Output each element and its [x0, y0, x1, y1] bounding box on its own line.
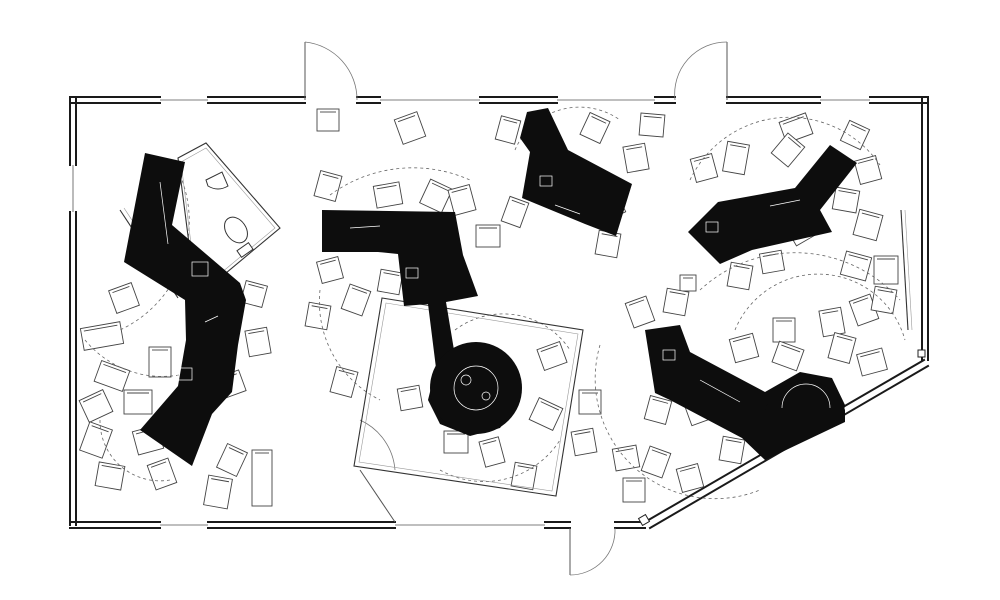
exterior-walls [69, 96, 930, 530]
circulation-arcs [84, 106, 906, 500]
chair [443, 430, 469, 454]
chair [827, 332, 857, 364]
chair [771, 340, 805, 372]
chair [856, 347, 888, 377]
chair [108, 282, 140, 314]
chair [726, 261, 754, 291]
solid-unit-center [322, 210, 522, 436]
chair [839, 119, 871, 151]
chair [215, 442, 249, 478]
chair [622, 477, 646, 503]
chair [643, 395, 673, 425]
chair [675, 463, 705, 493]
chair [304, 301, 332, 331]
chair [316, 108, 340, 132]
chair [148, 346, 172, 378]
screen-enclosure-center [353, 297, 584, 497]
chair [315, 255, 345, 285]
door-bottom-right [569, 527, 616, 576]
chair [500, 195, 530, 229]
chair [728, 332, 760, 364]
chair [622, 142, 650, 174]
chair [329, 366, 359, 398]
chair [570, 427, 598, 457]
chair [873, 255, 899, 285]
solid-unit-bottom-right [645, 325, 845, 460]
chair [244, 326, 272, 358]
chair [662, 287, 690, 317]
chair [611, 444, 641, 472]
chair [478, 436, 506, 468]
chair [536, 340, 568, 372]
chair [528, 397, 564, 431]
chair [831, 186, 861, 214]
chair [640, 445, 672, 479]
chair [772, 317, 796, 343]
chair [376, 268, 404, 296]
chair [494, 115, 522, 145]
door-top-right [674, 41, 728, 101]
solid-unit-left [124, 153, 246, 466]
chair [447, 184, 477, 216]
chair [123, 389, 153, 415]
chair [393, 111, 427, 145]
chair [396, 384, 424, 412]
chair [818, 306, 846, 338]
chair [578, 389, 602, 415]
chair [79, 421, 113, 459]
chair [475, 224, 501, 248]
chair [579, 111, 611, 145]
chair [679, 274, 697, 292]
chair [770, 132, 806, 168]
chair [510, 461, 538, 491]
chair [78, 389, 114, 423]
chair [340, 283, 372, 317]
chair [852, 208, 884, 242]
chair [722, 140, 750, 176]
chair [419, 178, 453, 214]
chair [372, 181, 404, 209]
door-top-left [304, 41, 358, 101]
chair [638, 112, 666, 138]
chair [313, 170, 343, 202]
chair [594, 229, 622, 259]
chair [94, 461, 126, 491]
chair [718, 435, 746, 465]
chair [853, 155, 883, 185]
chair [239, 279, 269, 309]
solid-unit-right [688, 145, 857, 264]
chair [79, 321, 125, 351]
solid-unit-top [520, 108, 632, 236]
chair [689, 153, 719, 183]
chair [146, 457, 178, 491]
chair [870, 285, 898, 315]
chair [251, 449, 273, 507]
chair [624, 295, 656, 329]
chair [839, 250, 873, 282]
chair [203, 474, 233, 510]
partition-right [900, 209, 913, 331]
chair [93, 359, 131, 393]
